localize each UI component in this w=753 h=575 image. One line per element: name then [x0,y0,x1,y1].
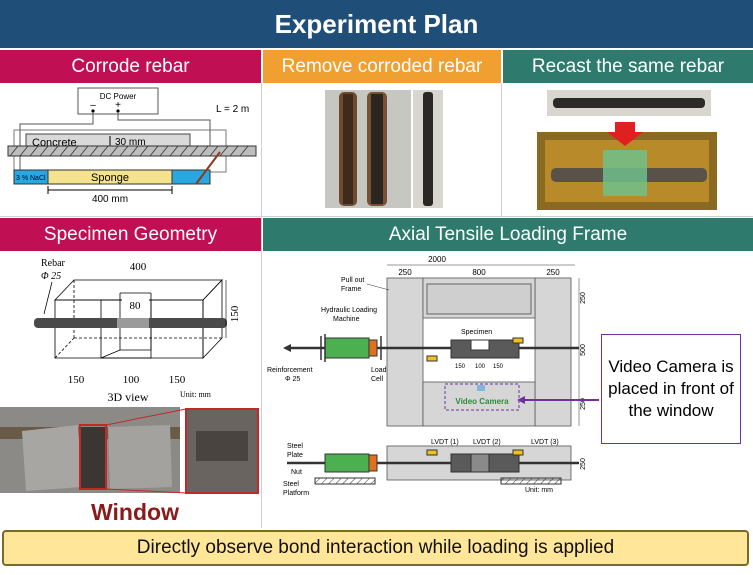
header-specimen-geometry: Specimen Geometry [0,218,261,251]
header-recast-rebar: Recast the same rebar [503,50,753,83]
divider [501,83,502,216]
right-dim-1: 250 [580,292,587,304]
lower-dim: 250 [580,458,587,470]
specimen-label: Specimen [461,329,492,336]
spec-dim-3: 150 [493,364,504,370]
header-corrode-rebar: Corrode rebar [0,50,261,83]
divider [261,83,262,528]
corrosion-setup-diagram: DC Power – + L = 2 m Concrete 30 mm 3 % … [7,87,257,205]
video-camera-callout: Video Camera is placed in front of the w… [601,334,741,444]
recast-rebar-photos [537,90,717,210]
window-dim-label: 80 [130,300,142,312]
view-label: 3D view [108,390,149,404]
header-axial-loading-frame: Axial Tensile Loading Frame [263,218,753,251]
unit-label: Unit: mm [180,390,212,399]
lvdt-2-label: LVDT (2) [473,439,501,446]
rebar-dia-label: Φ 25 [41,271,61,282]
spec-dim-1: 150 [455,364,466,370]
nacl-label: 3 % NaCl [16,175,46,182]
right-dim-2: 500 [580,344,587,356]
specimen-photo [0,407,259,494]
bottom-dim-right: 150 [169,374,186,386]
header-remove-rebar: Remove corroded rebar [263,50,501,83]
specimen-3d-view: Rebar Φ 25 400 80 150 150 100 150 3D vie… [34,258,241,404]
bottom-dim-left: 150 [68,374,85,386]
video-camera-label: Video Camera [455,397,509,406]
sponge-label: Sponge [91,172,129,184]
window-label: Window [91,498,179,525]
bottom-dim-middle: 100 [123,374,140,386]
right-dim-3: 250 [580,398,587,410]
spec-dim-2: 100 [475,364,486,370]
top-dim-1: 250 [398,268,412,277]
corroded-rebar-photos [325,90,443,208]
height-dim-label: 150 [229,305,241,322]
dc-power-label: DC Power [100,92,137,101]
divider [0,216,753,217]
top-dim-2: 800 [472,268,486,277]
page-title: Experiment Plan [0,0,753,48]
minus-label: – [90,100,96,111]
plus-label: + [115,100,121,111]
total-dim-label: 2000 [428,255,446,264]
rebar-label: Rebar [41,258,66,269]
frame-unit-label: Unit: mm [525,487,553,494]
footer-banner: Directly observe bond interaction while … [2,530,749,566]
nut-label: Nut [291,469,302,476]
top-dim-label: 400 [130,261,147,273]
lvdt-1-label: LVDT (1) [431,439,459,446]
cover-label: 30 mm [115,137,146,148]
top-dim-3: 250 [546,268,560,277]
length-label: L = 2 m [216,104,249,115]
lvdt-3-label: LVDT (3) [531,439,559,446]
width-label: 400 mm [92,194,128,205]
